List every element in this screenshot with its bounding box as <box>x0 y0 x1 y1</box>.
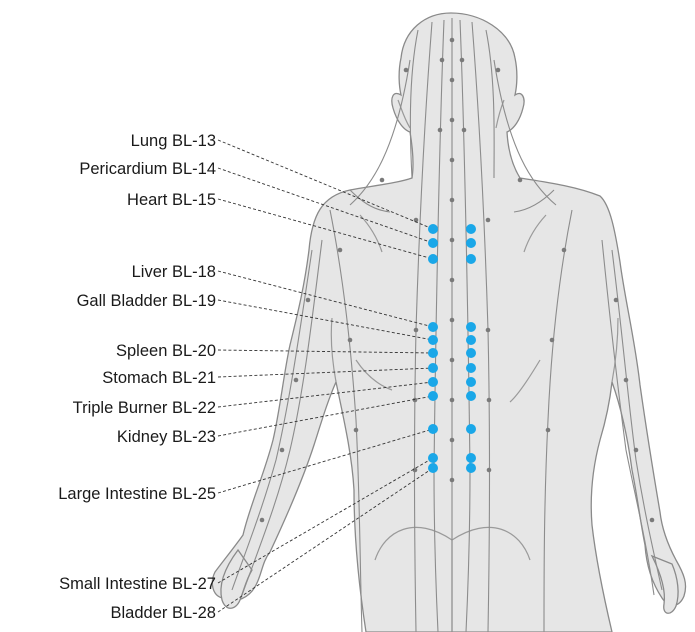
label-bl27: Small Intestine BL-27 <box>59 575 216 593</box>
label-bl22: Triple Burner BL-22 <box>73 399 216 417</box>
acupoint-bl19-left <box>428 335 438 345</box>
body-silhouette <box>212 13 685 632</box>
acupoint-bl18-right <box>466 322 476 332</box>
acupoint-bl22-left <box>428 377 438 387</box>
acupoint-bl20-right <box>466 348 476 358</box>
acupoint-bl22-right <box>466 377 476 387</box>
label-bl13: Lung BL-13 <box>131 132 216 150</box>
label-bl25: Large Intestine BL-25 <box>58 485 216 503</box>
label-bl20: Spleen BL-20 <box>116 342 216 360</box>
acupoint-bl27-right <box>466 453 476 463</box>
acupoint-bl18-left <box>428 322 438 332</box>
acupoint-bl25-right <box>466 424 476 434</box>
acupoint-bl13-left <box>428 224 438 234</box>
acupoint-bl21-left <box>428 363 438 373</box>
acupoint-bl28-right <box>466 463 476 473</box>
acupoint-bl28-left <box>428 463 438 473</box>
label-bl21: Stomach BL-21 <box>102 369 216 387</box>
label-bl28: Bladder BL-28 <box>111 604 217 622</box>
label-bl19: Gall Bladder BL-19 <box>77 292 216 310</box>
acupoint-bl21-right <box>466 363 476 373</box>
acupoint-bl23-left <box>428 391 438 401</box>
acupoint-bl20-left <box>428 348 438 358</box>
acupoint-bl27-left <box>428 453 438 463</box>
acupoint-bl15-left <box>428 254 438 264</box>
acupoint-bl25-left <box>428 424 438 434</box>
label-bl18: Liver BL-18 <box>132 263 216 281</box>
acupoint-bl13-right <box>466 224 476 234</box>
acupoint-bl14-left <box>428 238 438 248</box>
label-bl15: Heart BL-15 <box>127 191 216 209</box>
acupoint-bl19-right <box>466 335 476 345</box>
label-bl23: Kidney BL-23 <box>117 428 216 446</box>
point-labels: Lung BL-13 Pericardium BL-14 Heart BL-15… <box>58 132 216 622</box>
acupoint-bl23-right <box>466 391 476 401</box>
acupoint-bl15-right <box>466 254 476 264</box>
acupoint-bl14-right <box>466 238 476 248</box>
label-bl14: Pericardium BL-14 <box>79 160 216 178</box>
